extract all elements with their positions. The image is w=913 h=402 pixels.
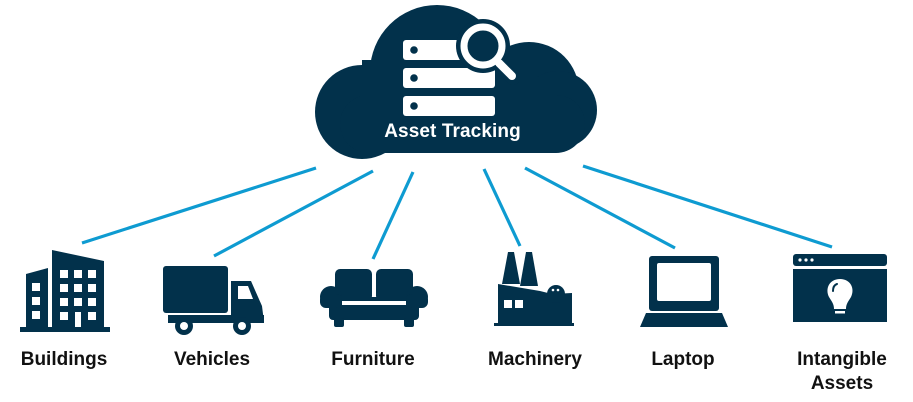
edge-furniture bbox=[371, 171, 415, 260]
factory-icon bbox=[494, 252, 574, 326]
buildings-icon bbox=[20, 250, 110, 332]
edge-laptop bbox=[524, 166, 676, 250]
edge-buildings bbox=[81, 166, 317, 245]
hub-label: Asset Tracking bbox=[384, 121, 521, 142]
edge-vehicles bbox=[213, 169, 374, 258]
truck-icon bbox=[163, 266, 264, 335]
magnifier-icon bbox=[456, 19, 520, 85]
edge-intangible bbox=[582, 164, 833, 249]
laptop-icon bbox=[640, 256, 728, 327]
edge-machinery bbox=[482, 168, 522, 247]
node-label-furniture: Furniture bbox=[331, 349, 415, 370]
browser-lightbulb-icon bbox=[793, 254, 887, 322]
node-label-intangible: Intangible Assets bbox=[767, 348, 913, 396]
connectors bbox=[81, 164, 833, 260]
node-label-intangible-line2: Assets bbox=[810, 373, 874, 394]
node-label-intangible-line1: Intangible bbox=[797, 349, 887, 370]
node-label-machinery: Machinery bbox=[488, 349, 582, 370]
sofa-icon bbox=[320, 269, 428, 327]
node-label-buildings: Buildings bbox=[20, 349, 108, 370]
node-label-vehicles: Vehicles bbox=[173, 349, 251, 370]
node-label-laptop: Laptop bbox=[651, 349, 715, 370]
